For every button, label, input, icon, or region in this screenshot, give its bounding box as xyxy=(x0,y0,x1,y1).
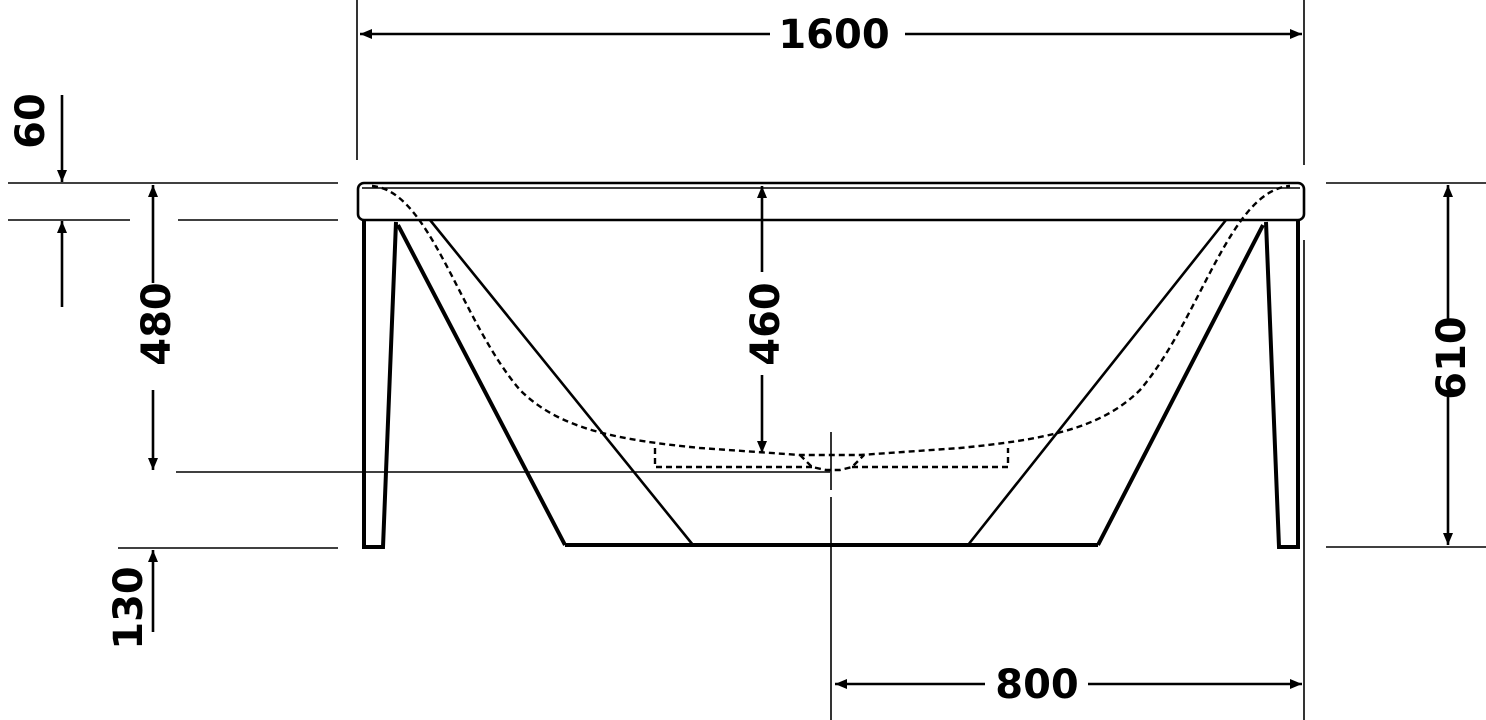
dim-800: 800 xyxy=(995,662,1079,708)
dim-460: 460 xyxy=(743,282,789,366)
left-leg xyxy=(362,220,398,549)
inner-basin-contour xyxy=(371,184,1291,457)
dimension-lines xyxy=(57,29,1453,689)
extension-lines xyxy=(8,0,1486,720)
bathtub-body xyxy=(356,181,1306,547)
drain-outline xyxy=(653,448,1010,472)
dim-1600: 1600 xyxy=(778,12,889,58)
dim-130: 130 xyxy=(106,566,152,650)
dim-480: 480 xyxy=(134,282,180,366)
right-leg xyxy=(1264,220,1300,549)
rim xyxy=(356,181,1306,222)
dim-610: 610 xyxy=(1429,316,1475,400)
legs xyxy=(362,220,1300,549)
dim-60: 60 xyxy=(8,93,54,149)
